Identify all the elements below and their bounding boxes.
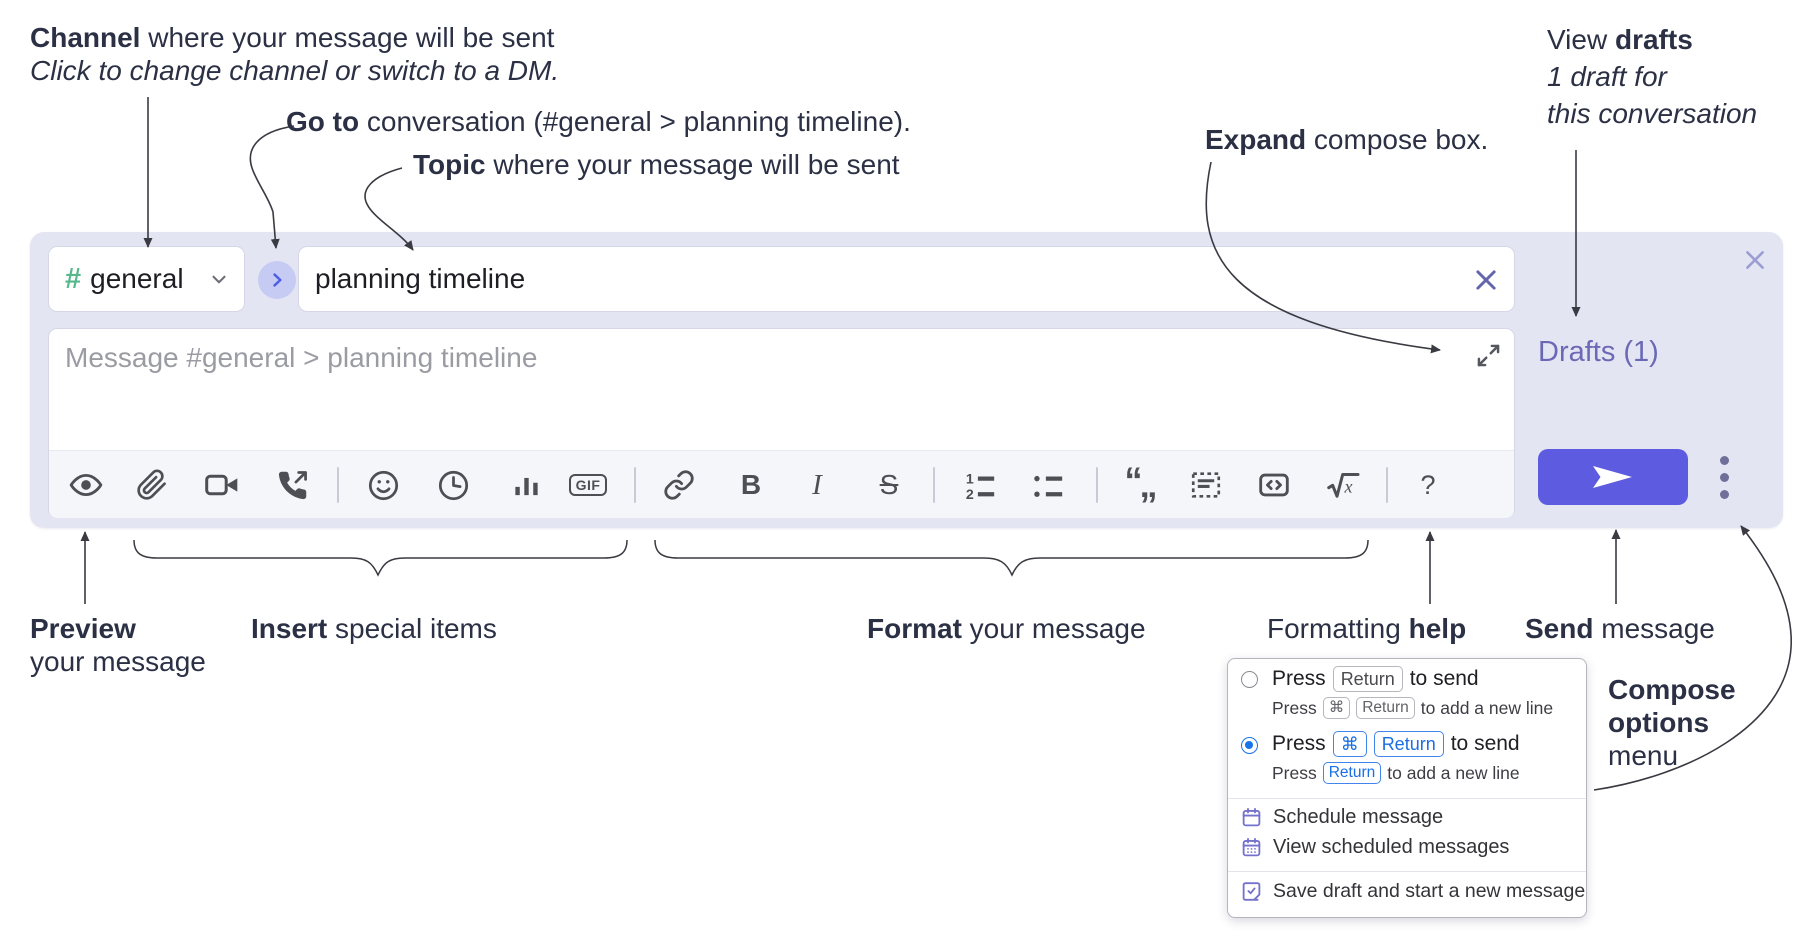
topic-input[interactable] [299,247,1514,311]
return-key: Return [1356,697,1415,719]
gif-icon[interactable]: GIF [566,462,610,508]
compose-options-button[interactable] [1702,449,1746,505]
insert-brace [133,539,628,577]
compose-box-panel: # general Drafts (1) [30,232,1783,528]
format-annotation: Format your message [867,613,1146,644]
preview-eye-icon[interactable] [64,462,108,508]
italic-label: I [812,468,822,501]
send-arrow-icon [1593,466,1632,488]
svg-text:“: “ [1125,467,1143,501]
option-return-sub: Press ⌘ Return to add a new line [1272,697,1554,719]
option-cmd-return-main[interactable]: Press ⌘ Return to send [1272,731,1520,757]
strikethrough-icon[interactable]: S [867,462,911,508]
emoji-icon[interactable] [361,462,405,508]
svg-text:1: 1 [966,472,974,488]
radio-cmd-return-to-send[interactable] [1241,737,1258,754]
format-brace [654,539,1369,577]
option-cmd-return-sub: Press Return to add a new line [1272,762,1520,784]
cmd-key: ⌘ [1332,731,1367,757]
drafts-link[interactable]: Drafts (1) [1538,336,1659,368]
quote-icon[interactable]: “ „ [1119,462,1163,508]
view-drafts-annotation: View drafts 1 draft for this conversatio… [1547,24,1758,129]
poll-chart-icon[interactable] [504,462,548,508]
send-options-menu: Press Return to send Press ⌘ Return to a… [1227,658,1587,918]
calendar-icon [1242,808,1261,827]
menu-divider [1228,871,1586,872]
ellipsis-dot [1719,455,1729,465]
toolbar-divider [933,467,935,503]
save-draft-icon [1242,882,1261,901]
code-icon[interactable] [1252,462,1296,508]
ellipsis-dot [1719,472,1729,482]
send-button[interactable] [1538,449,1688,505]
video-call-icon[interactable] [200,462,244,508]
goto-connector [249,125,295,249]
toolbar-divider [1386,467,1388,503]
message-input[interactable] [49,329,1514,448]
compose-options-annotation: Compose options menu [1608,674,1736,771]
audio-call-icon[interactable] [270,462,314,508]
clear-topic-icon[interactable] [1470,264,1502,296]
global-time-clock-icon[interactable] [431,462,475,508]
expand-compose-icon[interactable] [1472,339,1504,371]
return-key: Return [1373,731,1444,757]
radio-return-to-send[interactable] [1241,671,1258,688]
link-icon[interactable] [657,462,701,508]
italic-icon[interactable]: I [795,462,839,508]
gif-label: GIF [575,477,601,493]
cmd-key: ⌘ [1322,697,1351,719]
insert-annotation: Insert special items [251,613,497,644]
schedule-message-item[interactable]: Schedule message [1241,806,1443,829]
channel-name: general [90,263,184,294]
formatting-help-icon[interactable]: ? [1406,462,1450,508]
math-icon[interactable]: x [1321,462,1365,508]
topic-input-wrapper [298,246,1515,312]
toolbar-divider [1096,467,1098,503]
toolbar-divider [634,467,636,503]
svg-text:„: „ [1140,467,1158,503]
channel-annotation: Channel where your message will be sent … [30,22,560,86]
option-return-main[interactable]: Press Return to send [1272,666,1479,692]
spoiler-icon[interactable] [1184,462,1228,508]
channel-hash-icon: # [65,262,82,295]
save-draft-item[interactable]: Save draft and start a new message [1241,880,1585,903]
close-compose-icon[interactable] [1738,243,1772,277]
bold-label: B [740,469,762,500]
help-label: ? [1420,469,1436,500]
message-box: GIF B I S 1 2 “ [48,328,1515,518]
attach-paperclip-icon[interactable] [130,462,174,508]
formatting-help-annotation: Formatting help [1267,613,1467,644]
bold-icon[interactable]: B [729,462,773,508]
channel-selector[interactable]: # general [48,246,245,312]
topic-annotation: Topic where your message will be sent [413,149,900,180]
preview-annotation: Preview your message [30,613,206,677]
calendar-grid-icon [1242,838,1261,857]
send-annotation: Send message [1525,613,1715,644]
numbered-list-icon[interactable]: 1 2 [958,462,1002,508]
view-scheduled-messages-item[interactable]: View scheduled messages [1241,836,1509,859]
bulleted-list-icon[interactable] [1026,462,1070,508]
ellipsis-dot [1719,489,1729,499]
compose-toolbar: GIF B I S 1 2 “ [49,450,1514,518]
strike-label: S [879,469,899,500]
goto-annotation: Go to conversation (#general > planning … [286,106,911,137]
chevron-right-icon [273,273,282,287]
svg-text:2: 2 [966,487,974,502]
menu-divider [1228,798,1586,799]
return-key: Return [1322,762,1382,784]
go-to-conversation-button[interactable] [258,261,296,299]
chevron-down-icon [208,268,230,290]
return-key: Return [1332,666,1403,692]
expand-annotation: Expand compose box. [1205,124,1489,155]
toolbar-divider [337,467,339,503]
svg-text:x: x [1344,477,1353,497]
